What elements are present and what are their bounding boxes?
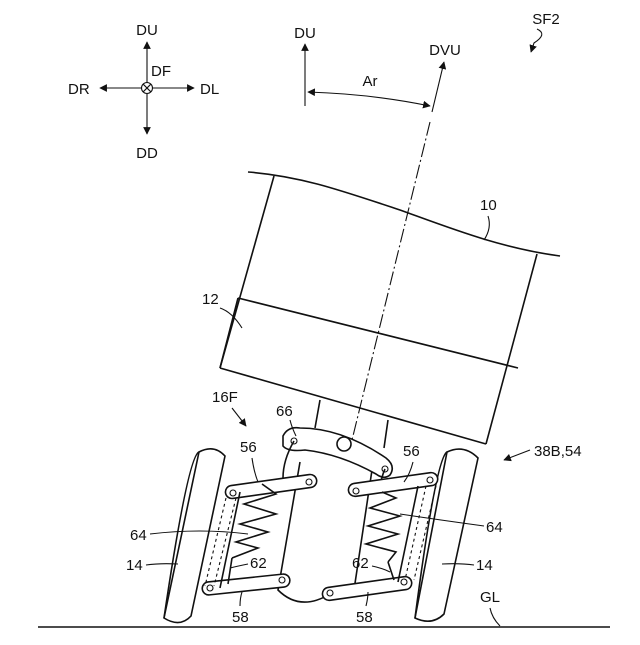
suspension-left xyxy=(202,474,318,596)
legend-dr-label: DR xyxy=(68,81,90,98)
angle-arc-icon xyxy=(308,92,430,106)
right-spring xyxy=(366,492,400,562)
leader-ground xyxy=(490,608,500,626)
tilted-dvu-label: DVU xyxy=(429,42,461,59)
tilted-up-arrow-icon xyxy=(432,62,444,112)
tilt-angle-indicator: DU DVU Ar xyxy=(294,25,461,112)
label-wheel-assembly: 16F xyxy=(212,389,238,406)
vertical-du-label: DU xyxy=(294,25,316,42)
leader-suspension xyxy=(504,450,530,460)
leader-right-rod xyxy=(372,566,390,572)
legend-du-label: DU xyxy=(136,22,158,39)
leader-body xyxy=(484,216,489,240)
figure-label: SF2 xyxy=(532,11,560,28)
label-left-spring: 64 xyxy=(130,527,147,544)
label-seat: 12 xyxy=(202,291,219,308)
tilted-center-line xyxy=(352,122,430,440)
link-pivot xyxy=(337,437,351,451)
label-right-lower-arm: 58 xyxy=(356,609,373,626)
label-right-arm: 56 xyxy=(403,443,420,460)
angle-ar-label: Ar xyxy=(363,73,378,90)
leader-wheel-assembly xyxy=(232,408,246,426)
label-left-lower-arm: 58 xyxy=(232,609,249,626)
suspension-right xyxy=(322,472,439,601)
label-right-spring: 64 xyxy=(486,519,503,536)
label-body: 10 xyxy=(480,197,497,214)
legend-df-label: DF xyxy=(151,63,171,80)
leader-left-arm xyxy=(252,458,258,482)
label-right-rod: 62 xyxy=(352,555,369,572)
left-lower-arm xyxy=(202,573,291,595)
body-break-line xyxy=(248,172,560,256)
leader-left-rod xyxy=(230,564,248,568)
label-link-top: 66 xyxy=(276,403,293,420)
label-left-arm: 56 xyxy=(240,439,257,456)
label-ground: GL xyxy=(480,589,500,606)
wheel-left xyxy=(164,449,225,623)
label-suspension: 38B,54 xyxy=(534,443,582,460)
label-left-wheel: 14 xyxy=(126,557,143,574)
vehicle-body xyxy=(220,172,560,444)
direction-legend: DU DD DR DL DF xyxy=(68,22,219,162)
label-left-rod: 62 xyxy=(250,555,267,572)
legend-dd-label: DD xyxy=(136,145,158,162)
figure-label-arrow-icon xyxy=(531,29,542,52)
label-right-wheel: 14 xyxy=(476,557,493,574)
leader-left-lower-arm xyxy=(240,592,242,606)
leader-left-wheel xyxy=(146,564,178,565)
legend-dl-label: DL xyxy=(200,81,219,98)
